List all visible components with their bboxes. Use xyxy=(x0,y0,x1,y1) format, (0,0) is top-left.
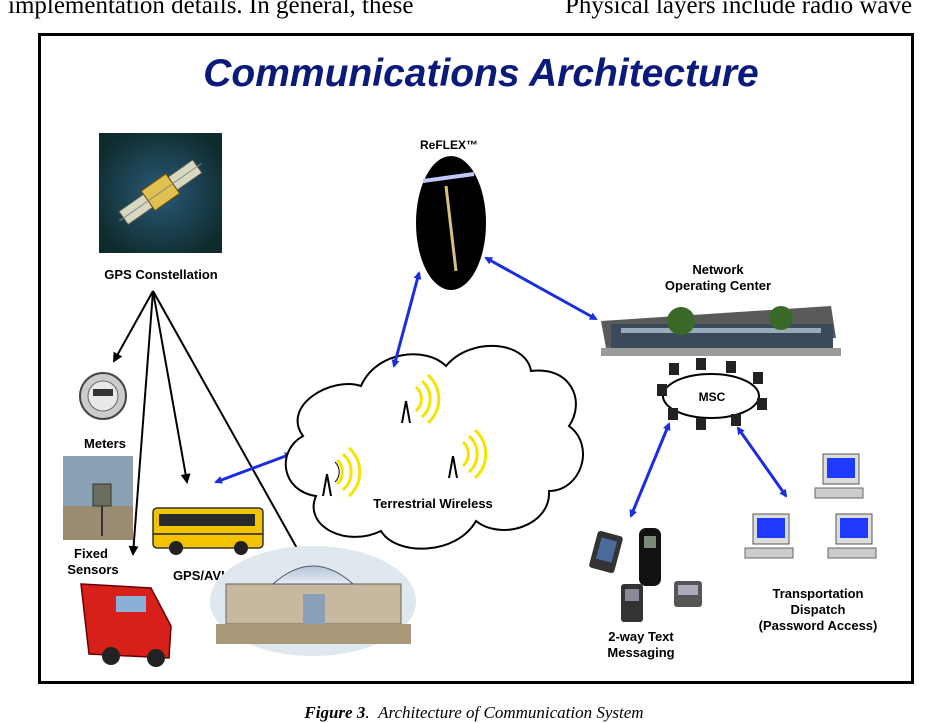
caption-text: Architecture of Communication System xyxy=(378,703,644,722)
msc-label: MSC xyxy=(699,390,726,404)
fire-truck-image xyxy=(80,583,172,667)
fixed-sensors-label-1: Fixed xyxy=(74,546,108,561)
text-messaging-label-2: Messaging xyxy=(607,645,674,660)
body-text-left: implementation details. In general, thes… xyxy=(8,0,414,19)
figure-title: Communications Architecture xyxy=(203,52,758,95)
arrow-msc-dispatch xyxy=(736,426,788,498)
tower-signals xyxy=(322,373,488,498)
dispatch-computers-image xyxy=(744,453,877,559)
caption-label: Figure 3 xyxy=(304,703,366,722)
fixed-sensors-image xyxy=(63,456,133,540)
body-text-right: Physical layers include radio wave xyxy=(565,0,913,19)
school-bus-image xyxy=(152,507,264,555)
meters-label: Meters xyxy=(84,436,126,451)
dispatch-label-2: Dispatch xyxy=(791,602,846,617)
noc-label-1: Network xyxy=(692,262,744,277)
noc-building-image xyxy=(601,306,841,356)
gps-satellite-image xyxy=(99,133,222,253)
building-image xyxy=(210,546,416,656)
msc-ring xyxy=(657,358,767,430)
gps-avl-label: GPS/AVL xyxy=(173,568,229,583)
arrow-reflex-noc xyxy=(484,256,598,321)
reflex-satellite-image xyxy=(416,156,486,290)
noc-label-2: Operating Center xyxy=(665,278,771,293)
gps-arrows xyxy=(113,290,304,561)
arrow-avl-terrestrial xyxy=(214,452,293,484)
gps-label: GPS Constellation xyxy=(104,267,217,282)
text-messaging-label-1: 2-way Text xyxy=(608,629,674,644)
figure-caption: Figure 3. Architecture of Communication … xyxy=(304,703,644,722)
terrestrial-cloud xyxy=(284,345,584,550)
arrow-msc-text xyxy=(629,422,671,518)
terrestrial-label: Terrestrial Wireless xyxy=(373,496,493,511)
reflex-label: ReFLEX™ xyxy=(420,138,478,152)
meter-image xyxy=(79,372,127,420)
figure-frame: Communications Architecture GPS Constell… xyxy=(38,33,914,684)
dispatch-label-1: Transportation xyxy=(772,586,863,601)
arrow-reflex-terrestrial xyxy=(391,271,422,368)
mobile-devices-image xyxy=(589,528,702,622)
dispatch-label-3: (Password Access) xyxy=(759,618,878,633)
architecture-diagram: Communications Architecture GPS Constell… xyxy=(63,52,878,667)
fixed-sensors-label-2: Sensors xyxy=(67,562,118,577)
